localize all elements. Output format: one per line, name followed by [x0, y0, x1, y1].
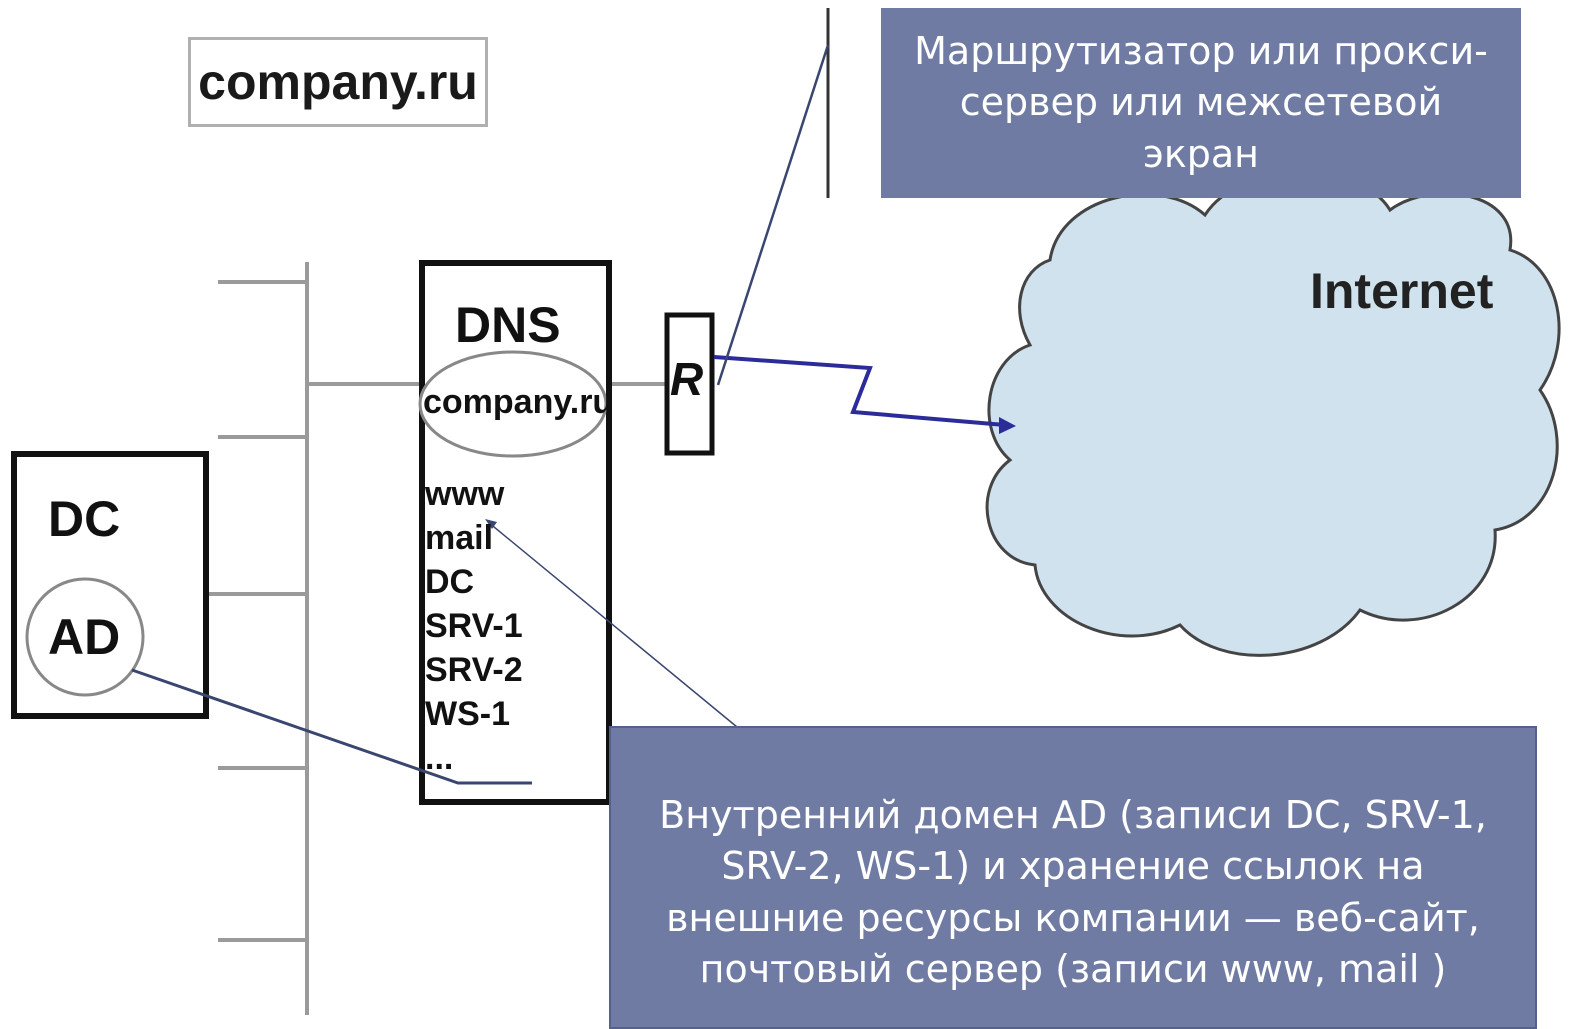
dns-records-list: www mail DC SRV-1 SRV-2 WS-1 ... [425, 472, 523, 780]
dns-zone-label: company.ru [423, 383, 614, 421]
dns-record: DC [425, 563, 475, 601]
dns-record: ... [425, 739, 454, 777]
dns-record: SRV-2 [425, 651, 523, 689]
domain-callout: Внутренний домен AD (записи DC, SRV-1, S… [609, 726, 1537, 1029]
dc-label: DC [48, 491, 121, 547]
dns-record: mail [425, 519, 494, 557]
router-callout-text: Маршрутизатор или прокси-сервер или межс… [914, 29, 1488, 176]
dns-record: www [425, 475, 505, 513]
ad-label: AD [48, 609, 121, 665]
dns-zone-ellipse [418, 350, 608, 458]
wan-link [713, 355, 1006, 427]
ad-callout-pointer [131, 668, 532, 785]
dns-title: DNS [455, 297, 561, 353]
wan-link-arrowhead [999, 417, 1016, 434]
internet-cloud [985, 171, 1561, 657]
domain-label-box: company.ru [188, 37, 488, 127]
dns-record: WS-1 [425, 695, 510, 733]
mail-pointer-arrowhead [485, 519, 497, 529]
domain-label: company.ru [198, 54, 478, 110]
mail-callout-pointer [487, 521, 738, 728]
router-callout-pointer [716, 44, 830, 386]
router-label: R [670, 353, 704, 405]
ad-circle [25, 577, 145, 697]
domain-callout-text: Внутренний домен AD (записи DC, SRV-1, S… [659, 792, 1487, 991]
dns-record: SRV-1 [425, 607, 523, 645]
router-callout: Маршрутизатор или прокси-сервер или межс… [881, 8, 1521, 198]
internet-label: Internet [1310, 263, 1494, 319]
router-box [664, 312, 715, 456]
